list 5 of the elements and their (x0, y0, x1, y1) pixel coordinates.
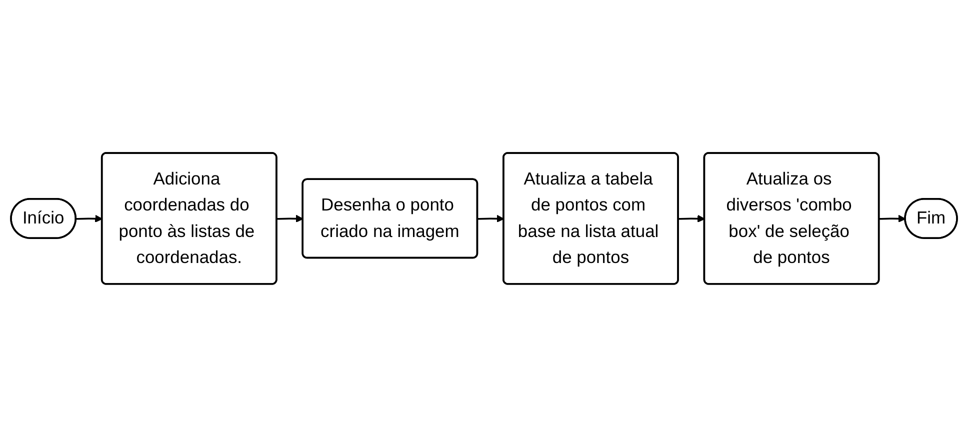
arrow (76, 214, 103, 222)
arrow (478, 214, 504, 222)
arrow (276, 214, 304, 222)
arrow (678, 214, 705, 222)
arrow (879, 214, 906, 222)
